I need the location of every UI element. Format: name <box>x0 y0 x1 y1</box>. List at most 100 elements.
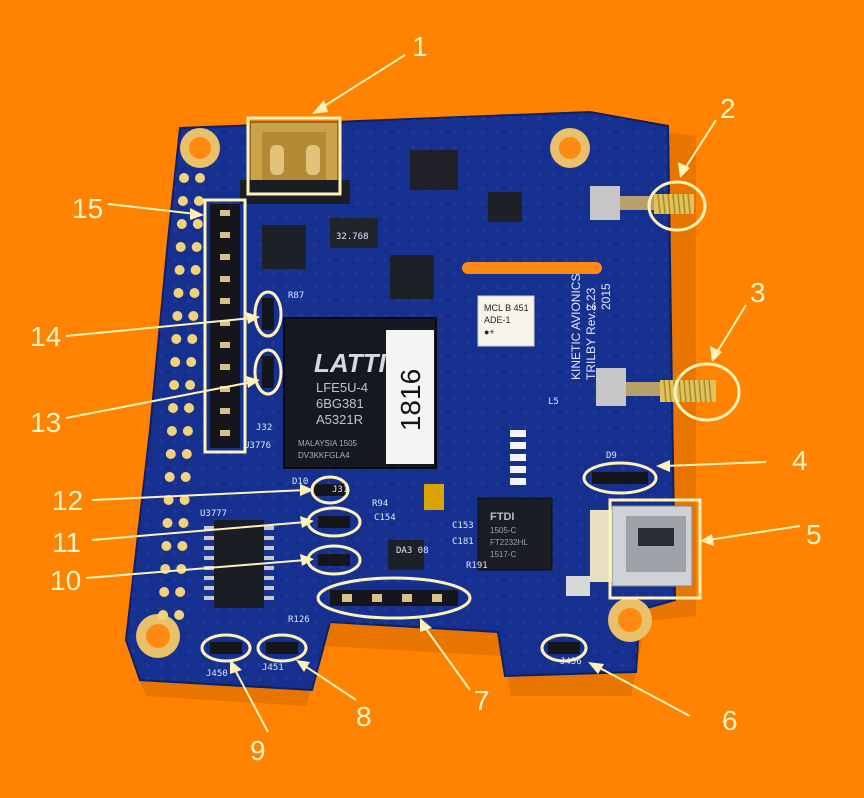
mounting-hole-top-left <box>180 128 220 168</box>
ic-mid <box>390 255 434 299</box>
soic-leg <box>264 556 274 560</box>
soic-leg <box>204 526 214 530</box>
soic-leg <box>264 546 274 550</box>
header-pin <box>220 386 230 392</box>
gpio-pad <box>188 311 199 321</box>
led <box>510 442 526 449</box>
gpio-pad <box>161 541 172 551</box>
soic-leg <box>264 576 274 580</box>
gpio-pad <box>189 288 200 298</box>
ref-label: R87 <box>288 291 304 301</box>
gpio-pad <box>177 196 188 206</box>
gpio-pad <box>165 449 176 459</box>
ref-label: D10 <box>292 477 308 487</box>
sma-thread <box>677 193 681 215</box>
crystal-bottom <box>566 576 590 596</box>
callout-number-2: 2 <box>720 93 736 124</box>
gpio-pad <box>190 265 201 275</box>
gpio-pad <box>177 541 188 551</box>
silkscreen-ref-labels: J31J32J450J451J456U3776U3777R87R94R126R1… <box>200 291 617 679</box>
gpio-pad <box>184 403 194 413</box>
board-silkscreen: KINETIC AVIONICS TRILBY Rev.2.23 2015 <box>569 274 613 380</box>
led <box>510 454 526 461</box>
soic-leg <box>264 586 274 590</box>
jumper <box>262 298 274 330</box>
soic-leg <box>204 546 214 550</box>
ref-label: R94 <box>372 499 388 509</box>
gpio-pad <box>192 219 203 229</box>
mixer-line-3: ●+ <box>484 327 495 337</box>
header-7-pin <box>402 594 412 602</box>
mixer-line-2: ADE-1 <box>484 315 511 325</box>
callout-box-15 <box>203 198 247 454</box>
ref-label: J32 <box>256 423 272 433</box>
gpio-header-pads <box>158 173 240 620</box>
sma-thread <box>683 379 687 403</box>
sma-thread <box>693 379 697 403</box>
callout-number-13: 13 <box>30 407 61 438</box>
callout-ring-4 <box>582 461 658 495</box>
callout-box-1 <box>246 116 342 196</box>
jumper <box>318 554 350 566</box>
sma-thread <box>662 193 666 215</box>
led <box>510 430 526 437</box>
sma-thread <box>668 379 672 403</box>
crystal <box>330 218 378 248</box>
callout-number-6: 6 <box>722 705 738 736</box>
header-pin <box>220 408 230 414</box>
callout-leaders <box>65 54 801 733</box>
gpio-pad <box>171 334 182 344</box>
board-text-2: TRILBY Rev.2.23 <box>584 287 598 380</box>
gpio-pad <box>168 403 178 413</box>
jumper <box>548 642 580 654</box>
sma-thread <box>703 379 707 403</box>
crystal-label: 32.768 <box>336 232 369 242</box>
soic-leg <box>204 536 214 540</box>
callout-number-8: 8 <box>356 701 372 732</box>
ic-small-right <box>488 192 522 222</box>
ftdi-part-3: 1517-C <box>490 550 516 559</box>
mounting-hole-bottom-right <box>608 598 652 642</box>
header-pin <box>220 342 230 348</box>
header-7-pin <box>372 594 382 602</box>
callout-numbers: 1 2 3 4 5 6 7 8 9 10 11 12 13 14 15 <box>30 31 822 766</box>
qfn-chip-top <box>410 150 458 190</box>
soic-leg <box>204 576 214 580</box>
header-7-pins <box>330 590 458 606</box>
gpio-pad <box>173 288 184 298</box>
ref-label: L5 <box>548 397 559 407</box>
ref-label: R126 <box>288 615 310 625</box>
callout-ring-3 <box>673 362 741 422</box>
jumper <box>318 516 350 528</box>
jumper <box>592 472 648 484</box>
sma-thread <box>667 193 671 215</box>
header-pin <box>220 232 230 238</box>
gpio-pad <box>191 242 202 252</box>
led <box>510 466 526 473</box>
gpio-pad <box>182 426 193 436</box>
soic-leg <box>204 596 214 600</box>
header-7-body <box>330 590 458 606</box>
header-pin <box>220 298 230 304</box>
gpio-pad <box>186 357 197 367</box>
battery-holder <box>240 121 350 204</box>
header-pin <box>220 430 230 436</box>
gpio-pad <box>170 357 181 367</box>
gpio-pad <box>175 587 186 597</box>
soic-leg <box>204 586 214 590</box>
callout-ring-6 <box>540 633 588 663</box>
ref-label: L6 <box>586 303 597 313</box>
board-text-1: KINETIC AVIONICS <box>569 274 583 380</box>
sma-thread <box>708 379 712 403</box>
callout-ring-8 <box>256 633 308 663</box>
ftdi-part-1: 1505-C <box>490 526 516 535</box>
header-7-pin <box>432 594 442 602</box>
ftdi-brand: FTDI <box>490 511 514 523</box>
gpio-pad <box>159 587 170 597</box>
callout-number-3: 3 <box>750 277 766 308</box>
header-pin <box>220 210 230 216</box>
callout-outlines <box>200 116 741 663</box>
callout-ring-14 <box>253 290 283 338</box>
